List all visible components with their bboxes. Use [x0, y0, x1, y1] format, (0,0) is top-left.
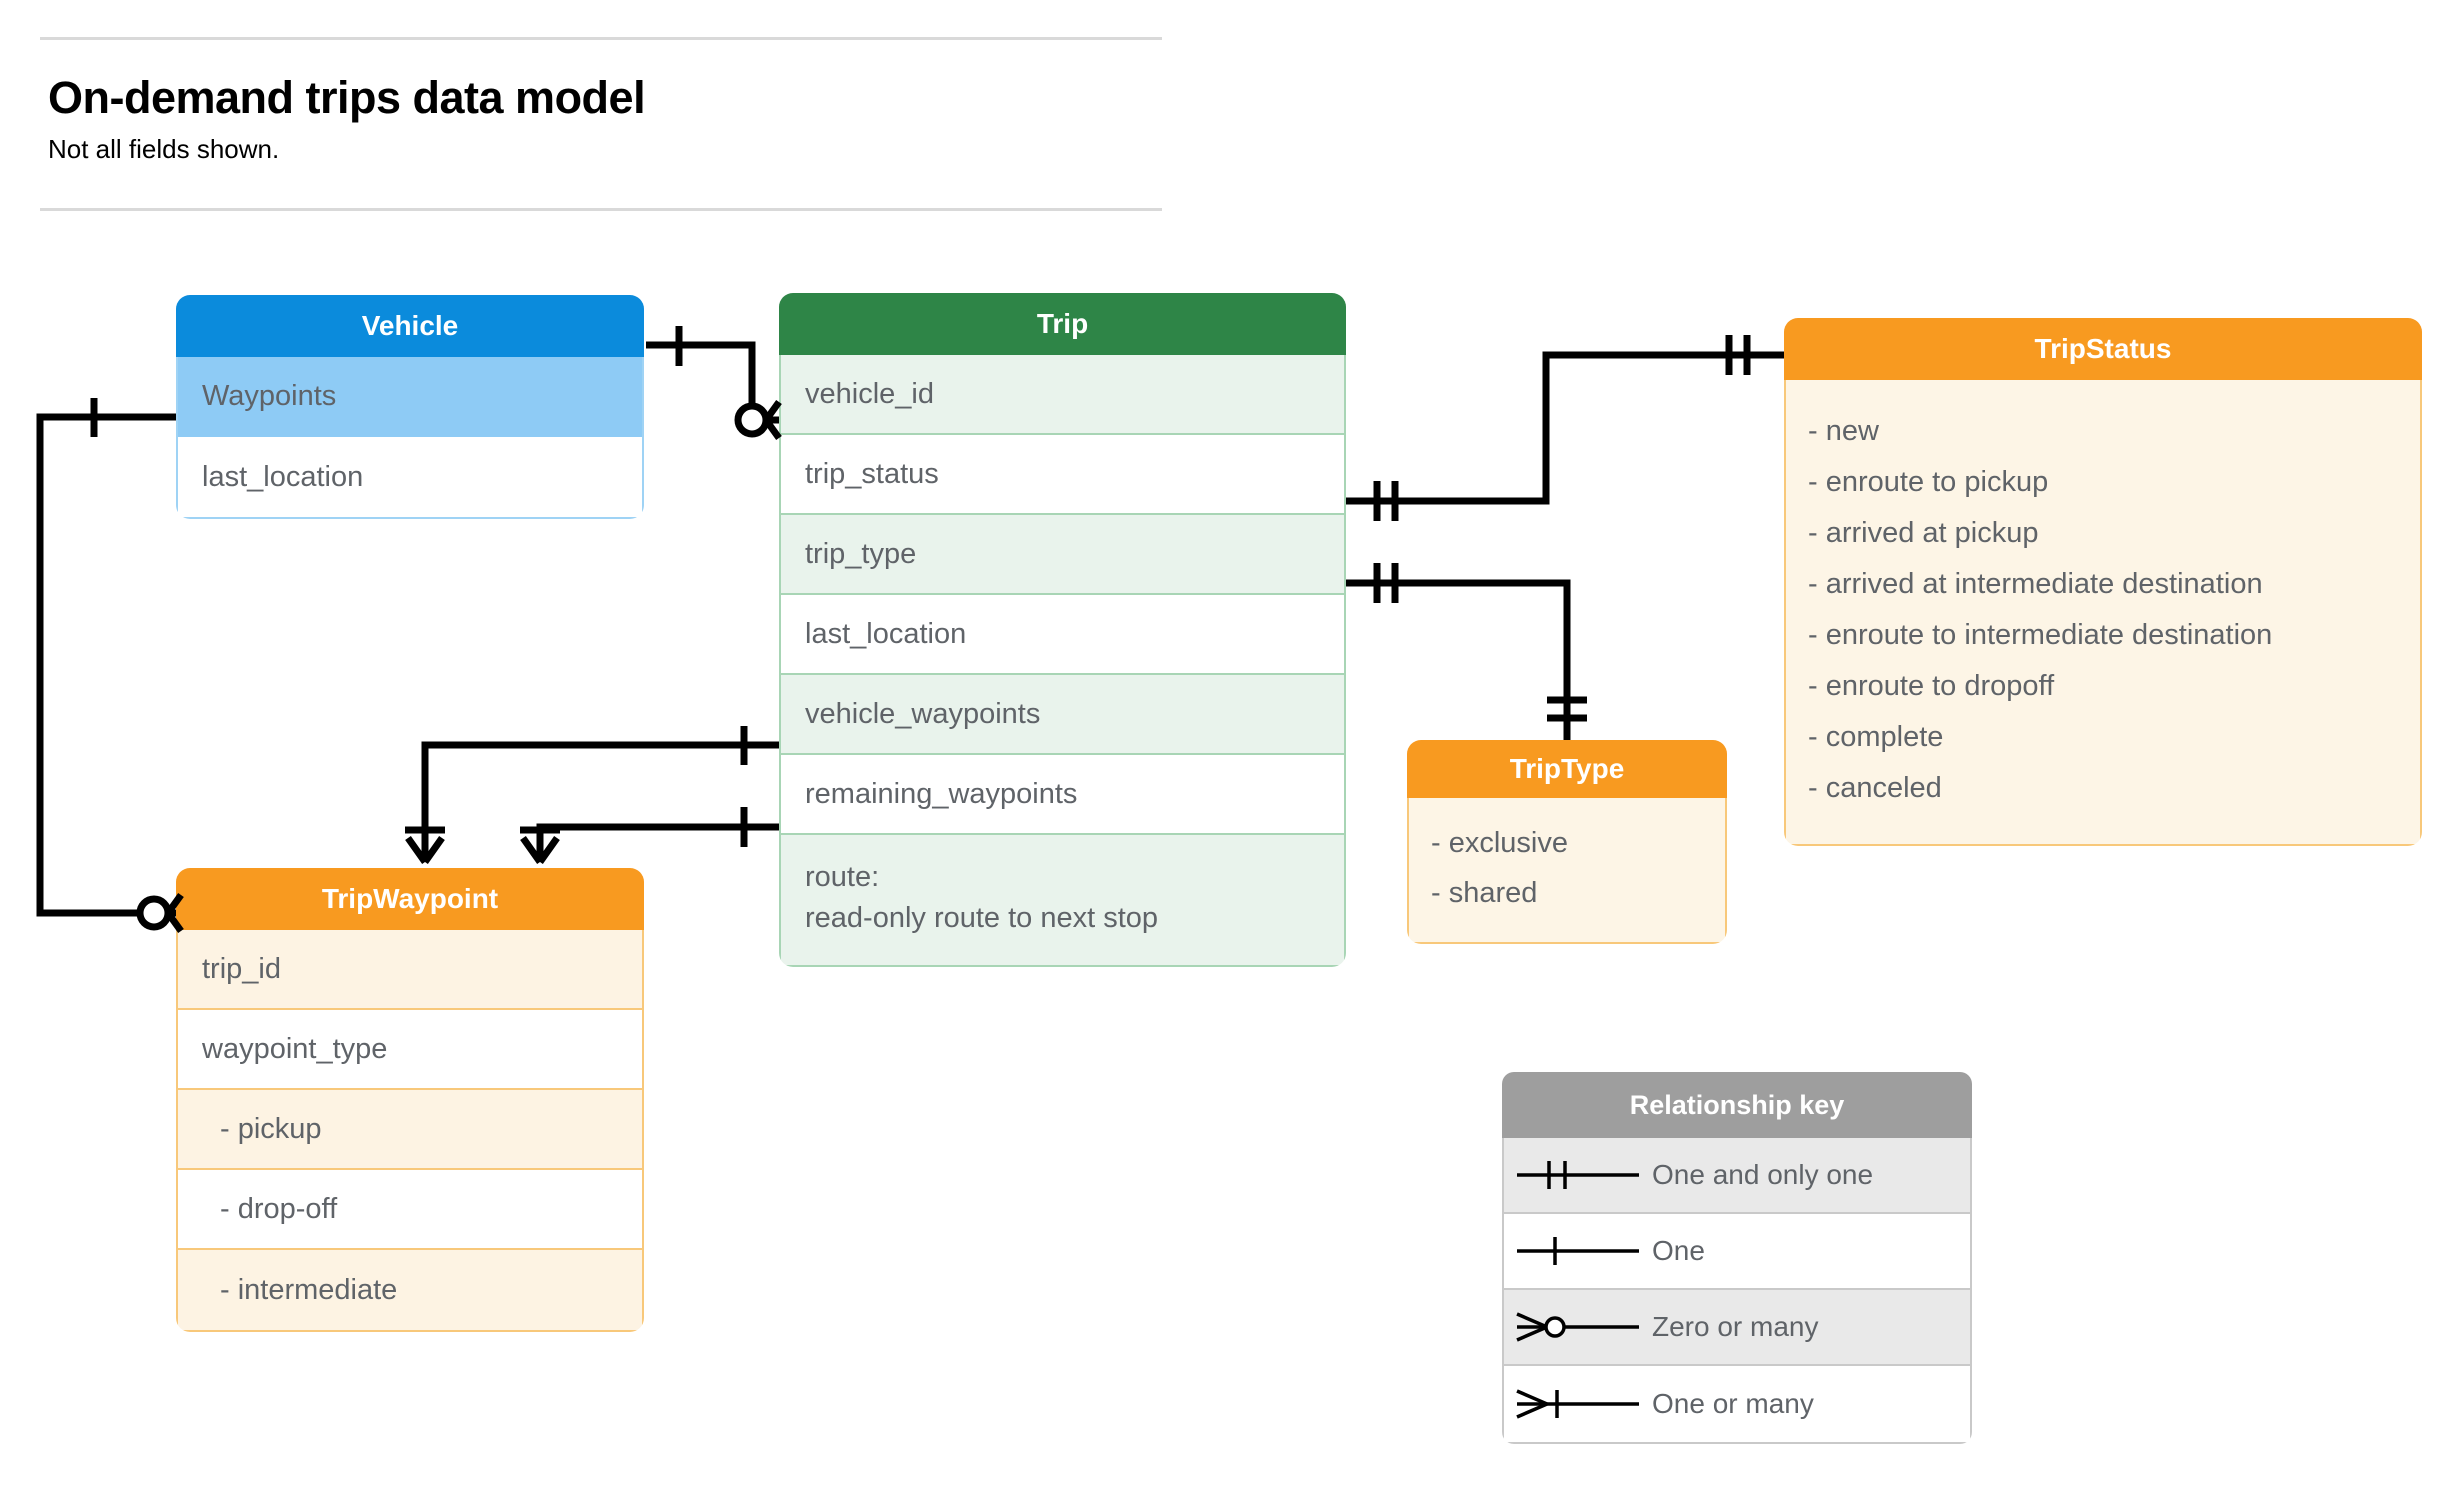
entity-tripwaypoint-body: trip_id waypoint_type - pickup - drop-of… — [176, 930, 644, 1332]
entity-triptype-title: TripType — [1407, 740, 1727, 798]
legend-title: Relationship key — [1502, 1072, 1972, 1138]
entity-trip-body: vehicle_id trip_status trip_type last_lo… — [779, 355, 1346, 968]
entity-trip[interactable]: Trip vehicle_id trip_status trip_type la… — [779, 293, 1346, 968]
relationship-key-legend: Relationship key One and only one — [1502, 1072, 1972, 1444]
zero-or-many-icon — [1504, 1307, 1652, 1347]
legend-row-one-or-many: One or many — [1504, 1366, 1970, 1442]
enum-row-drop-off: - drop-off — [178, 1170, 642, 1250]
field-row-vehicle-waypoints[interactable]: vehicle_waypoints — [781, 675, 1344, 755]
connector-vehicle-waypoints-left-to-tripwaypoint — [36, 398, 184, 934]
header-divider-bottom — [40, 208, 1162, 211]
field-row-route[interactable]: route: read-only route to next stop — [781, 835, 1344, 966]
enum-item: - new — [1808, 415, 1879, 447]
enum-item: - shared — [1431, 877, 1538, 909]
field-row-vehicle-id[interactable]: vehicle_id — [781, 355, 1344, 435]
field-row-trip-id[interactable]: trip_id — [178, 930, 642, 1010]
legend-body: One and only one One — [1502, 1138, 1972, 1444]
enum-row-pickup: - pickup — [178, 1090, 642, 1170]
legend-row-zero-or-many: Zero or many — [1504, 1290, 1970, 1366]
entity-vehicle-body: Waypoints last_location — [176, 357, 644, 519]
page-subtitle: Not all fields shown. — [48, 134, 280, 164]
entity-tripwaypoint[interactable]: TripWaypoint trip_id waypoint_type - pic… — [176, 868, 644, 1332]
enum-item: - enroute to dropoff — [1808, 670, 2055, 702]
one-icon — [1504, 1231, 1652, 1271]
field-route-description: read-only route to next stop — [805, 902, 1159, 935]
field-row-last-location[interactable]: last_location — [781, 595, 1344, 675]
field-row-waypoint-type[interactable]: waypoint_type — [178, 1010, 642, 1090]
one-and-only-one-icon — [1504, 1155, 1652, 1195]
legend-label: Zero or many — [1652, 1311, 1819, 1342]
legend-row-one: One — [1504, 1214, 1970, 1290]
field-row-waypoints[interactable]: Waypoints — [178, 357, 642, 437]
enum-item: - enroute to intermediate destination — [1808, 619, 2273, 651]
field-route-label: route: — [805, 861, 880, 893]
entity-triptype-body: - exclusive - shared — [1407, 798, 1727, 944]
enum-item: - arrived at pickup — [1808, 517, 2039, 549]
header-divider-top — [40, 37, 1162, 40]
one-or-many-icon — [1504, 1384, 1652, 1424]
enum-item: - exclusive — [1431, 827, 1568, 859]
enum-item: - enroute to pickup — [1808, 466, 2049, 498]
entity-tripstatus[interactable]: TripStatus - new - enroute to pickup - a… — [1784, 318, 2422, 846]
enum-item: - arrived at intermediate destination — [1808, 568, 2263, 600]
legend-row-one-and-only-one: One and only one — [1504, 1138, 1970, 1214]
field-row-trip-status[interactable]: trip_status — [781, 435, 1344, 515]
enum-item: - canceled — [1808, 772, 1942, 804]
entity-vehicle-title: Vehicle — [176, 295, 644, 357]
entity-trip-title: Trip — [779, 293, 1346, 355]
legend-label: One and only one — [1652, 1159, 1874, 1190]
enum-item: - complete — [1808, 721, 1944, 753]
connector-remaining-waypoints-to-tripwaypoint — [520, 807, 779, 865]
entity-triptype[interactable]: TripType - exclusive - shared — [1407, 740, 1727, 944]
legend-label: One — [1652, 1235, 1705, 1266]
connector-trip-to-triptype — [1346, 563, 1587, 740]
connector-vehicle-waypoints-to-tripwaypoint — [405, 726, 779, 865]
field-row-remaining-waypoints[interactable]: remaining_waypoints — [781, 755, 1344, 835]
entity-tripstatus-title: TripStatus — [1784, 318, 2422, 380]
connector-vehicle-to-trip — [646, 326, 782, 441]
page-title: On-demand trips data model — [48, 72, 646, 123]
field-row-last-location[interactable]: last_location — [178, 437, 642, 517]
enum-row-intermediate: - intermediate — [178, 1250, 642, 1330]
entity-vehicle[interactable]: Vehicle Waypoints last_location — [176, 295, 644, 519]
entity-tripwaypoint-title: TripWaypoint — [176, 868, 644, 930]
field-row-trip-type[interactable]: trip_type — [781, 515, 1344, 595]
legend-label: One or many — [1652, 1388, 1814, 1419]
connector-trip-to-tripstatus — [1346, 335, 1784, 521]
entity-tripstatus-body: - new - enroute to pickup - arrived at p… — [1784, 380, 2422, 846]
